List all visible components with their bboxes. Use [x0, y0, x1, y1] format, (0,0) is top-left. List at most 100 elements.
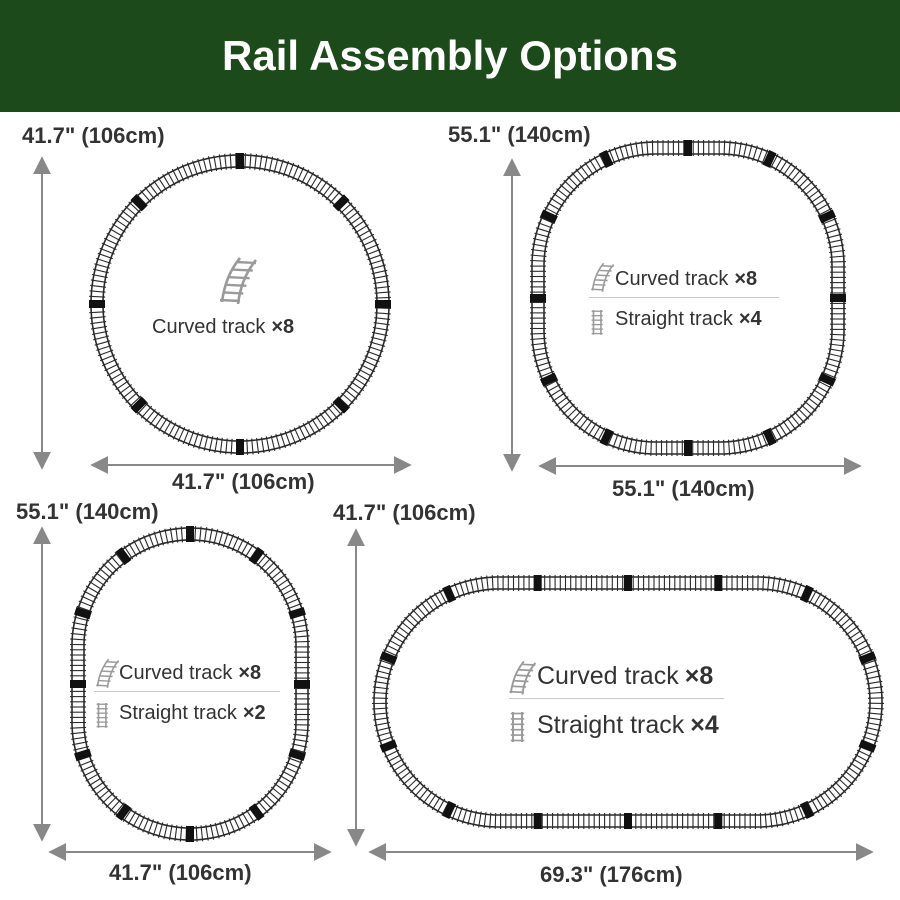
rail-tie: [861, 659, 877, 666]
track-joint: [236, 153, 244, 169]
rail-tie: [172, 424, 181, 440]
rail-tie: [179, 825, 183, 842]
rail-tie: [562, 403, 575, 416]
rail-tie: [228, 818, 236, 834]
rail-tie: [72, 741, 89, 746]
rail-tie: [728, 140, 731, 157]
rail-tie: [828, 605, 840, 618]
rail-tie: [646, 140, 649, 157]
rail-tie: [752, 145, 758, 162]
rail-tie: [186, 162, 194, 178]
rail-tie: [358, 368, 373, 378]
rail-tie: [800, 180, 814, 193]
rail-tie: [397, 625, 411, 636]
rail-tie: [774, 425, 783, 440]
track-joint: [288, 607, 306, 620]
rail-tie: [486, 575, 489, 592]
rail-tie: [349, 215, 363, 226]
rail-tie: [613, 146, 621, 163]
rail-tie: [420, 601, 431, 615]
rail-tie: [853, 639, 868, 648]
rail-tie: [112, 376, 127, 386]
layout-1-legend: Curved track ×8: [152, 316, 294, 339]
rail-tie: [164, 528, 169, 545]
rail-tie: [278, 582, 293, 593]
rail-tie: [373, 280, 390, 285]
track-loop-1: [88, 153, 392, 456]
rail-tie: [867, 707, 884, 710]
rail-tie: [823, 366, 839, 374]
track-joint: [74, 607, 92, 620]
rail-tie: [464, 579, 470, 596]
rail-tie: [865, 675, 882, 680]
rail-tie: [374, 285, 391, 289]
track-joint: [375, 300, 391, 308]
track-joint: [236, 439, 244, 455]
rail-tie: [804, 184, 818, 196]
rail-tie: [78, 600, 94, 608]
rail-tie: [98, 567, 112, 579]
rail-tie: [351, 219, 366, 230]
rail-tie: [136, 402, 149, 415]
rail-tie: [202, 157, 208, 174]
rail-tie: [280, 587, 296, 597]
legend-divider: [589, 297, 779, 298]
rail-tie: [828, 348, 845, 353]
rail-tie: [106, 232, 121, 242]
rail-tie: [821, 371, 837, 379]
rail-tie: [344, 388, 358, 400]
rail-tie: [761, 149, 769, 165]
rail-tie: [814, 384, 830, 394]
rail-tie: [783, 809, 789, 826]
layout-2-width-label: 55.1" (140cm): [612, 476, 755, 501]
rail-tie: [321, 183, 333, 198]
rail-tie: [826, 787, 838, 801]
rail-tie: [829, 343, 846, 347]
track-joint: [294, 680, 310, 688]
rail-tie: [372, 326, 389, 331]
rail-tie: [203, 527, 208, 544]
legend-divider: [94, 691, 280, 692]
rail-tie: [800, 404, 814, 416]
rail-tie: [229, 153, 232, 170]
rail-tie: [339, 202, 353, 214]
rail-tie: [270, 786, 284, 798]
rail-tie: [534, 232, 550, 238]
rail-tie: [208, 436, 214, 453]
rail-tie: [629, 142, 635, 159]
rail-tie: [325, 187, 337, 201]
track-joint: [442, 801, 457, 819]
rail-tie: [413, 784, 426, 798]
rail-tie: [830, 784, 843, 798]
rail-tie: [436, 798, 446, 814]
rail-tie: [158, 417, 168, 432]
rail-tie: [409, 781, 422, 794]
rail-tie: [275, 578, 290, 589]
rail-tie: [742, 437, 747, 454]
rail-tie: [256, 553, 268, 567]
rail-tie: [109, 228, 124, 237]
rail-tie: [341, 392, 354, 405]
rail-tie: [281, 770, 297, 779]
rail-tie: [263, 561, 276, 574]
track-joint: [799, 801, 814, 819]
rail-tie: [803, 400, 817, 412]
legend-row-straight: Straight track ×4: [537, 709, 724, 741]
rail-tie: [824, 228, 841, 235]
rail-tie: [152, 179, 164, 194]
track-joint: [858, 739, 877, 753]
rail-tie: [815, 202, 830, 212]
rail-tie: [301, 169, 310, 185]
rail-tie: [187, 430, 195, 447]
rail-tie: [438, 589, 448, 605]
rail-tie: [291, 743, 308, 748]
rail-tie: [371, 331, 388, 337]
rail-tie: [415, 605, 428, 619]
rail-tie: [737, 438, 742, 455]
rail-tie: [219, 821, 226, 838]
track-joint: [70, 680, 86, 688]
rail-tie: [840, 773, 854, 786]
rail-tie: [70, 638, 87, 641]
layout-1-width-label: 41.7" (106cm): [172, 469, 315, 494]
rail-tie: [291, 618, 308, 624]
